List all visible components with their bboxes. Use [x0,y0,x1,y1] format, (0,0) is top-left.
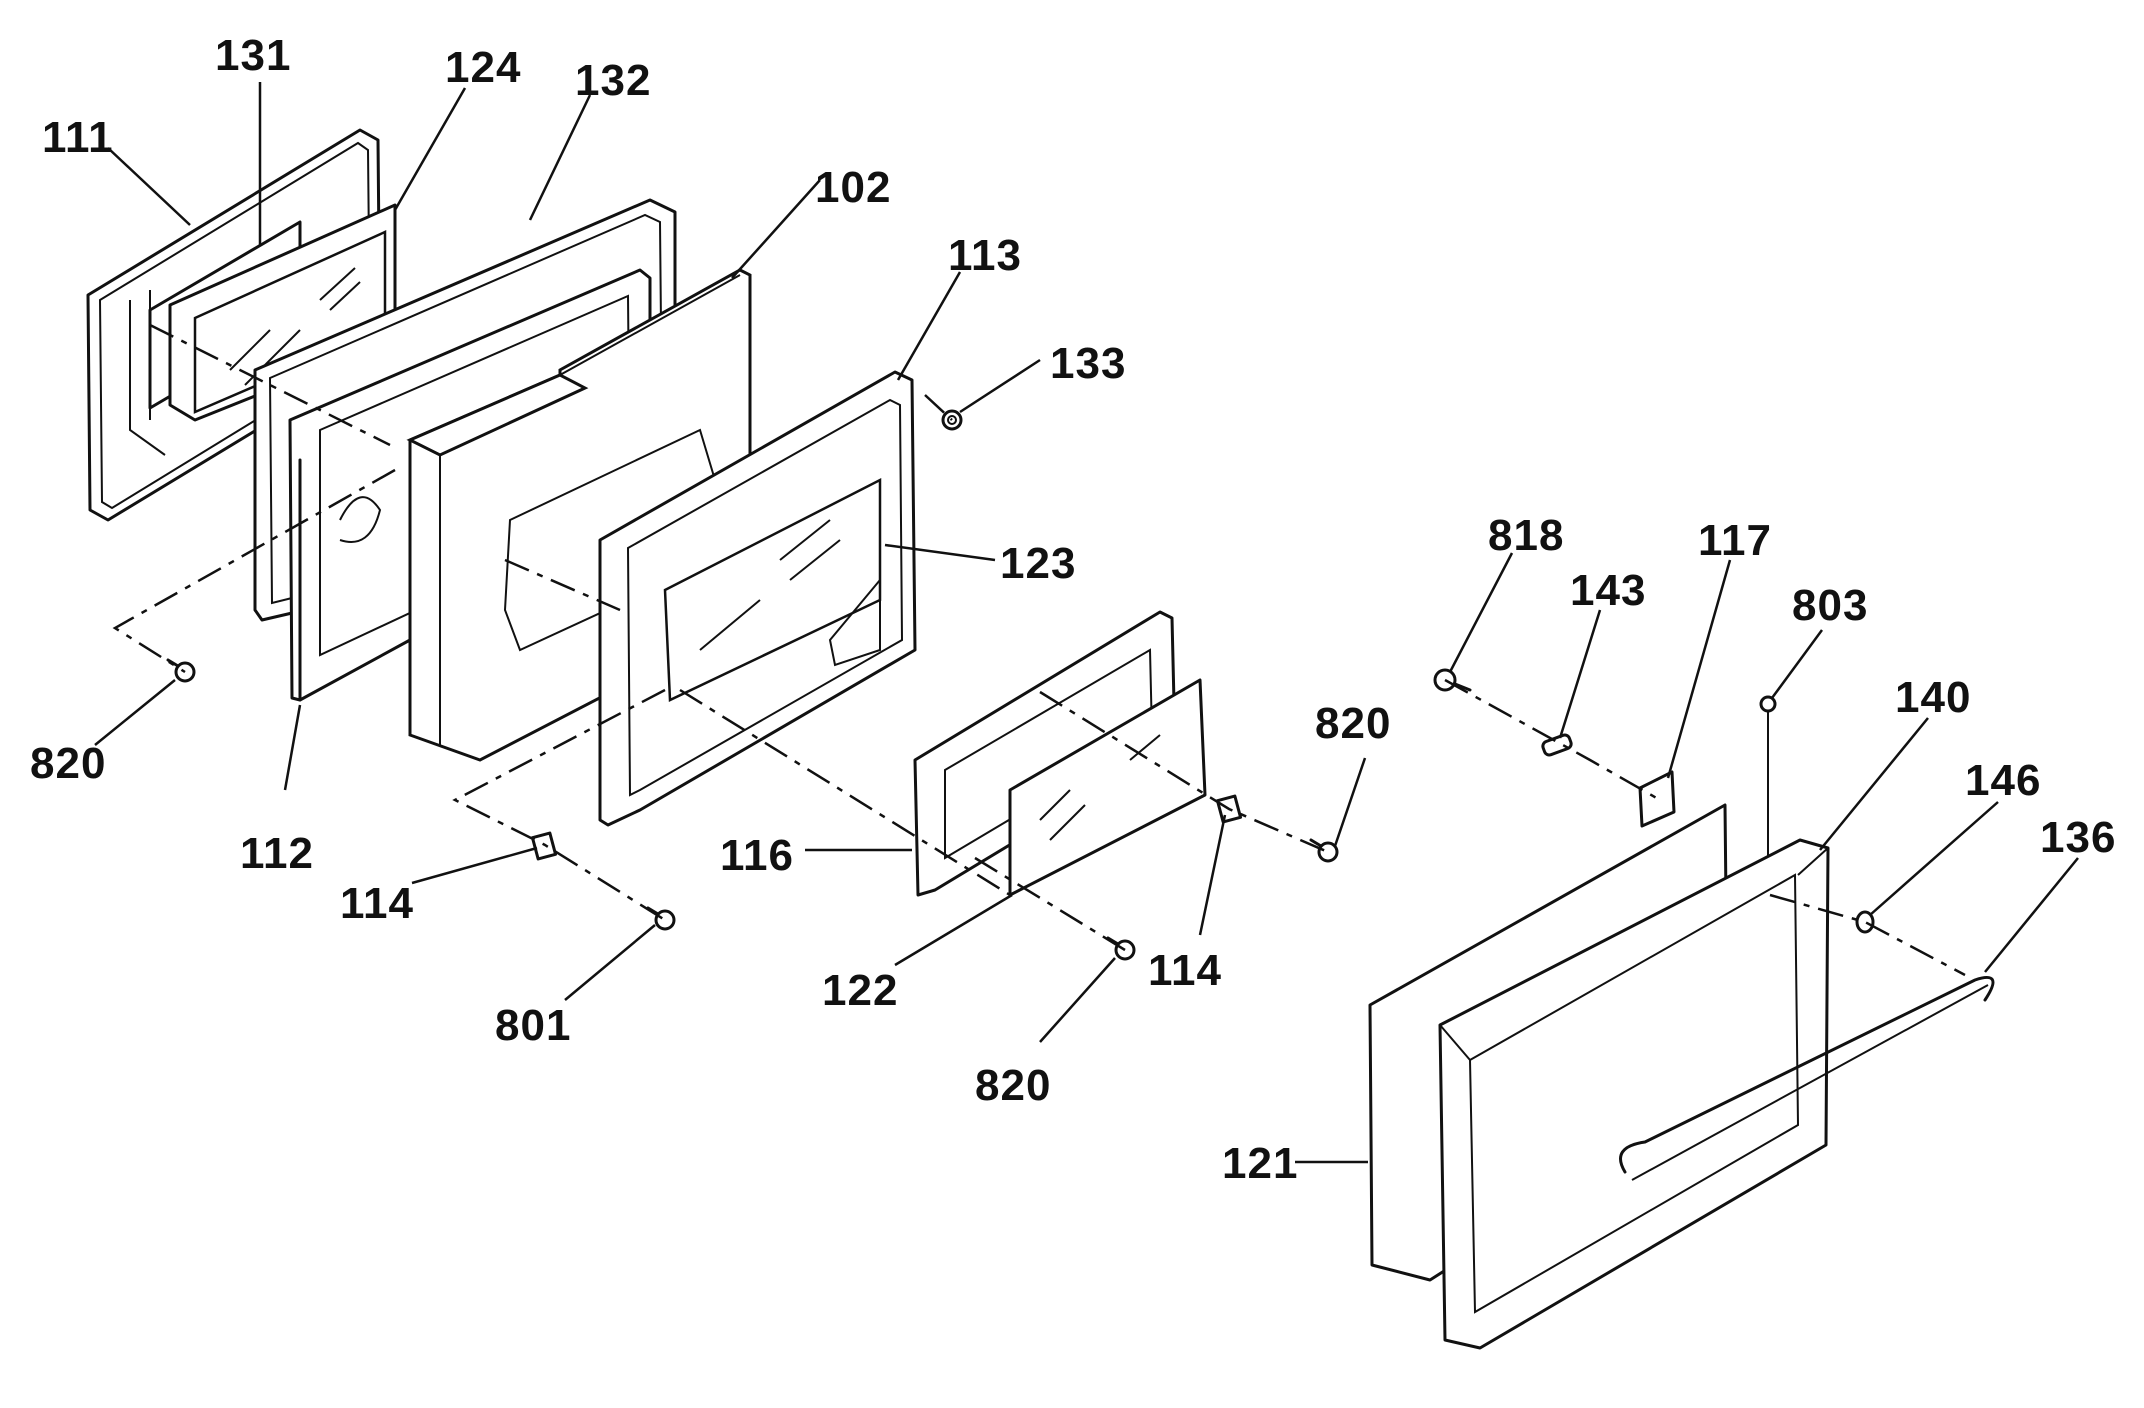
part-143-spacer [1541,733,1573,757]
part-117-bracket [1638,770,1676,828]
label-114-left: 114 [340,879,414,928]
label-123: 123 [1000,539,1076,588]
label-820-left: 820 [30,739,106,788]
label-117: 117 [1698,516,1772,565]
part-140-outer-frame [1438,838,1830,1350]
label-132: 132 [575,56,651,105]
label-121: 121 [1222,1139,1298,1188]
part-136-handle [1619,976,1995,1181]
label-102: 102 [815,163,891,212]
label-143: 143 [1570,566,1646,615]
part-114-clip-left [530,831,558,861]
label-136: 136 [2040,813,2116,862]
label-146: 146 [1965,756,2041,805]
part-113-inner-frame [598,370,917,827]
label-114-right: 114 [1148,946,1222,995]
label-131: 131 [215,31,291,80]
part-133-nut [941,409,963,431]
label-820-bottom: 820 [975,1061,1051,1110]
label-820-right: 820 [1315,699,1391,748]
label-111: 111 [42,113,114,162]
part-labels: 111 131 124 132 102 113 133 123 820 112 … [30,31,2116,1188]
label-801: 801 [495,1001,571,1050]
label-122: 122 [822,966,898,1015]
screw-820-right [1309,838,1339,863]
leader-lines [94,82,2079,1164]
label-133: 133 [1050,339,1126,388]
label-803: 803 [1792,581,1868,630]
assembly-lines [112,323,1966,977]
label-140: 140 [1895,673,1971,722]
label-116: 116 [720,831,794,880]
part-122-glass-panel [1008,678,1207,897]
label-818: 818 [1488,511,1564,560]
part-146-bushing [1855,910,1875,934]
screw-818 [1433,668,1472,692]
label-124: 124 [445,43,521,92]
label-113: 113 [948,231,1022,280]
label-112: 112 [240,829,314,878]
